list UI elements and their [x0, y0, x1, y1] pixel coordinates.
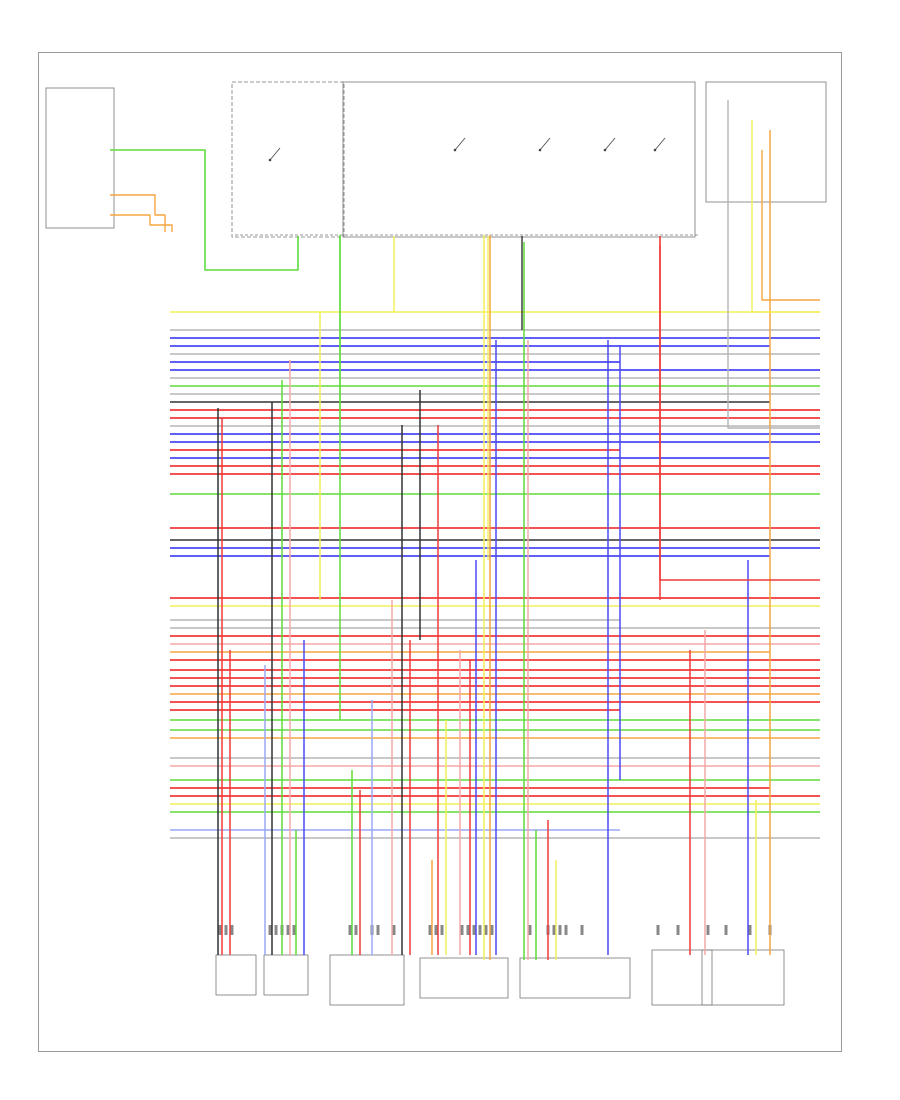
relay-switch-2 — [539, 137, 551, 151]
connector-pin-24 — [552, 925, 556, 935]
connector-pin-1 — [224, 925, 228, 935]
connector-pin-28 — [656, 925, 660, 935]
orange-top-wire — [110, 194, 166, 232]
connector-pin-25 — [558, 925, 562, 935]
connector-pin-29 — [676, 925, 680, 935]
connector-pin-8 — [348, 925, 352, 935]
turbine-sensor-connector — [329, 954, 405, 1006]
solenoid-connector-left — [651, 949, 713, 1006]
relay-contact-1 — [453, 148, 457, 152]
connector-pin-14 — [434, 925, 438, 935]
connector-pin-15 — [440, 925, 444, 935]
sensor-connector-2 — [263, 954, 309, 996]
connector-pin-0 — [218, 925, 222, 935]
connector-pin-26 — [564, 925, 568, 935]
orange-right-wire — [761, 150, 820, 301]
connector-pin-20 — [484, 925, 488, 935]
relay-switch-3 — [604, 137, 616, 151]
orange-top-wire-2 — [110, 214, 173, 232]
connector-pin-11 — [376, 925, 380, 935]
solenoid-connector-right — [701, 949, 785, 1006]
connector-pin-3 — [268, 925, 272, 935]
gray-right-wire — [727, 100, 820, 429]
connector-pin-13 — [428, 925, 432, 935]
connector-pin-9 — [354, 925, 358, 935]
connector-pin-32 — [748, 925, 752, 935]
connector-pin-27 — [580, 925, 584, 935]
connector-pin-21 — [490, 925, 494, 935]
connector-pin-4 — [274, 925, 278, 935]
connector-pin-16 — [460, 925, 464, 935]
relay-switch-0 — [269, 147, 281, 161]
connector-pin-31 — [724, 925, 728, 935]
relay-switch-4 — [654, 137, 666, 151]
relay-switch-1 — [454, 137, 466, 151]
connector-pin-30 — [706, 925, 710, 935]
connector-pin-22 — [528, 925, 532, 935]
output-sensor-connector — [419, 957, 509, 999]
wire-layer — [110, 100, 820, 960]
relay-box-main — [342, 81, 696, 238]
yellow-right-wire — [751, 120, 820, 313]
relay-contact-3 — [603, 148, 607, 152]
connector-pin-7 — [292, 925, 296, 935]
green-top-wire — [110, 149, 299, 271]
relay-contact-2 — [538, 148, 542, 152]
connector-pin-18 — [472, 925, 476, 935]
fuel-sender-box — [45, 87, 115, 229]
component-boxes — [45, 81, 827, 1006]
red-relay-wire — [659, 236, 820, 581]
connector-pin-12 — [392, 925, 396, 935]
relay-box-left — [231, 81, 345, 238]
sensor-connector-1 — [215, 954, 257, 996]
connector-pin-19 — [478, 925, 482, 935]
right-switch-box — [705, 81, 827, 203]
relay-contact-0 — [268, 158, 272, 162]
relay-contact-4 — [653, 148, 657, 152]
connector-pin-2 — [230, 925, 234, 935]
connector-pin-6 — [286, 925, 290, 935]
diagram-frame — [38, 52, 842, 1052]
pressure-sensor-connector — [519, 957, 631, 999]
connector-pin-17 — [466, 925, 470, 935]
